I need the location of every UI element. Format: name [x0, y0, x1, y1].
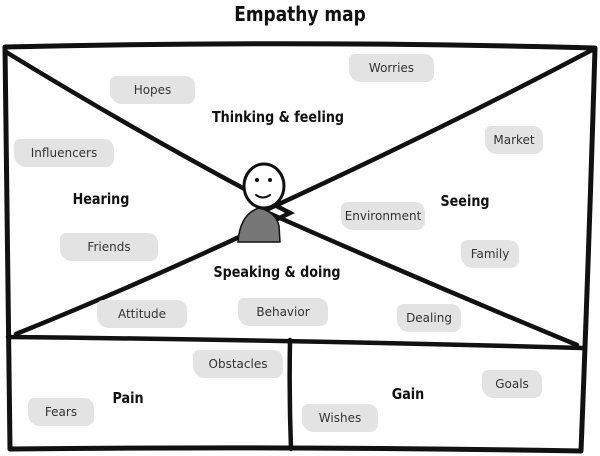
quadrant-heading-speaking-doing: Speaking & doing — [213, 263, 341, 281]
note-market: Market — [485, 126, 543, 154]
note-fears: Fears — [28, 398, 94, 426]
note-environment: Environment — [341, 202, 425, 230]
note-obstacles: Obstacles — [193, 350, 283, 378]
note-worries: Worries — [349, 54, 434, 82]
note-friends: Friends — [60, 233, 158, 261]
note-attitude: Attitude — [97, 300, 187, 328]
diagonal-line-left — [3, 49, 296, 337]
page-title: Empathy map — [234, 2, 366, 26]
note-family: Family — [461, 240, 519, 268]
person-head — [242, 162, 286, 210]
map-frame — [2, 41, 598, 454]
quadrant-heading-hearing: Hearing — [72, 190, 130, 208]
quadrant-heading-pain: Pain — [112, 389, 144, 407]
note-influencers: Influencers — [14, 139, 114, 167]
pain-gain-divider-horizontal — [5, 334, 585, 351]
quadrant-heading-seeing: Seeing — [440, 192, 490, 210]
quadrant-heading-thinking-feeling: Thinking & feeling — [211, 108, 345, 126]
note-hopes: Hopes — [110, 76, 195, 104]
note-dealing: Dealing — [397, 304, 461, 332]
note-wishes: Wishes — [302, 404, 378, 432]
note-behavior: Behavior — [238, 298, 328, 326]
pain-gain-divider-vertical — [287, 337, 294, 452]
note-goals: Goals — [482, 370, 542, 398]
person-icon — [237, 162, 286, 243]
quadrant-heading-gain: Gain — [391, 385, 425, 403]
